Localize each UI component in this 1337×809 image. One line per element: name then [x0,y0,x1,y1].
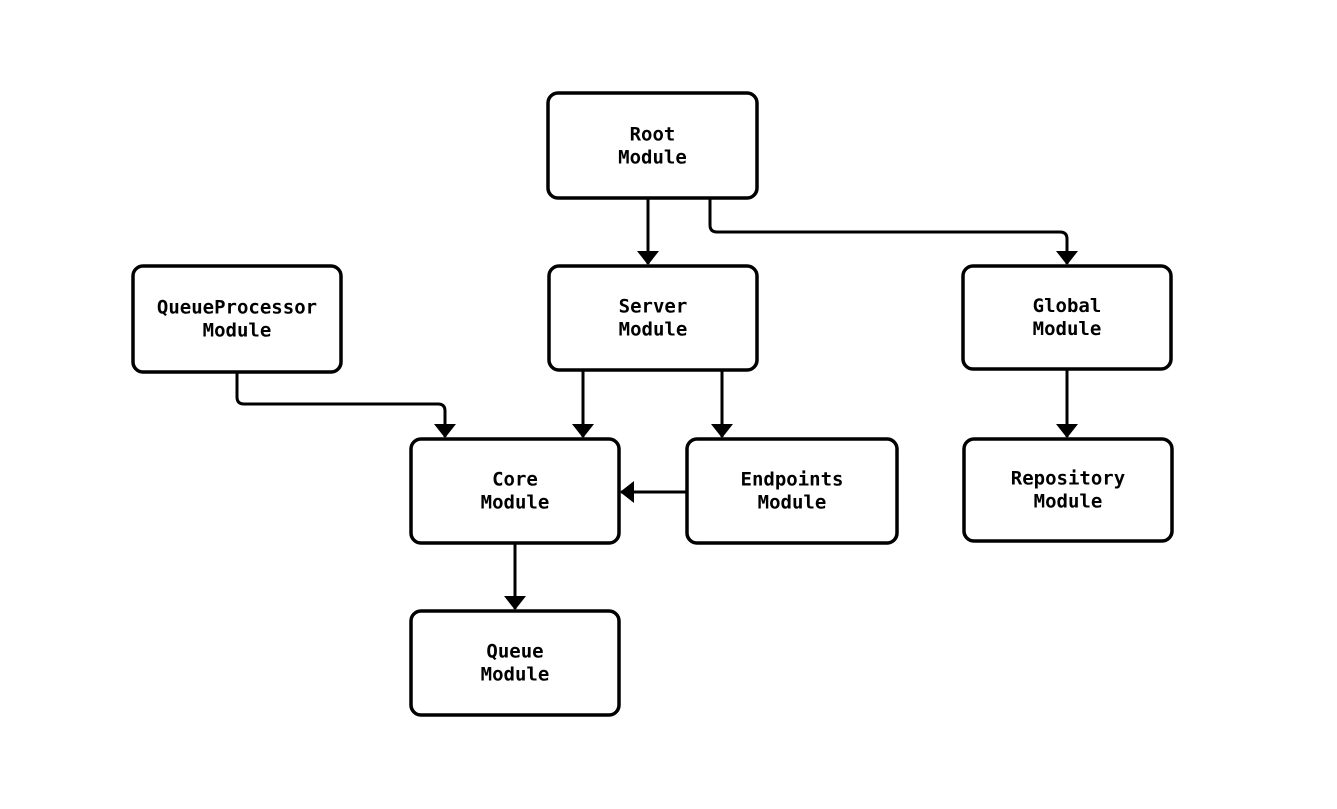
node-global-module: Global Module [961,264,1173,371]
edge-root-to-global [708,198,1078,265]
node-core-module: Core Module [409,437,621,545]
node-queueprocessor-label-line1: QueueProcessor [157,297,317,319]
node-global-label-line1: Global [1033,295,1102,317]
nodes-layer: Root Module QueueProcessor Module Server… [131,91,1174,717]
node-repository-label-line2: Module [1034,491,1103,513]
node-root-box [546,91,759,200]
node-core-label-line1: Core [492,469,538,491]
node-queueprocessor-box [131,264,343,374]
node-server-label-line1: Server [619,296,688,318]
node-queueprocessor-label-line2: Module [203,320,272,342]
node-global-label-line2: Module [1033,318,1102,340]
node-server-module: Server Module [547,264,759,372]
edge-queueprocessor-to-core [235,372,456,438]
node-queueprocessor-module: QueueProcessor Module [131,264,343,374]
node-core-box [409,437,621,545]
edges-layer [235,198,1078,610]
node-endpoints-box [685,437,899,545]
node-endpoints-module: Endpoints Module [685,437,899,545]
node-root-module: Root Module [546,91,759,200]
node-server-box [547,264,759,372]
node-root-label-line2: Module [618,147,687,169]
node-endpoints-label-line2: Module [758,492,827,514]
node-repository-module: Repository Module [962,437,1174,543]
node-root-label-line1: Root [630,124,676,146]
node-server-label-line2: Module [619,319,688,341]
node-global-box [961,264,1173,371]
node-repository-box [962,437,1174,543]
node-endpoints-label-line1: Endpoints [741,469,844,491]
node-core-label-line2: Module [481,492,550,514]
node-queue-label-line2: Module [481,664,550,686]
node-queue-module: Queue Module [409,609,621,717]
node-repository-label-line1: Repository [1011,468,1125,490]
node-queue-box [409,609,621,717]
node-queue-label-line1: Queue [486,641,543,663]
